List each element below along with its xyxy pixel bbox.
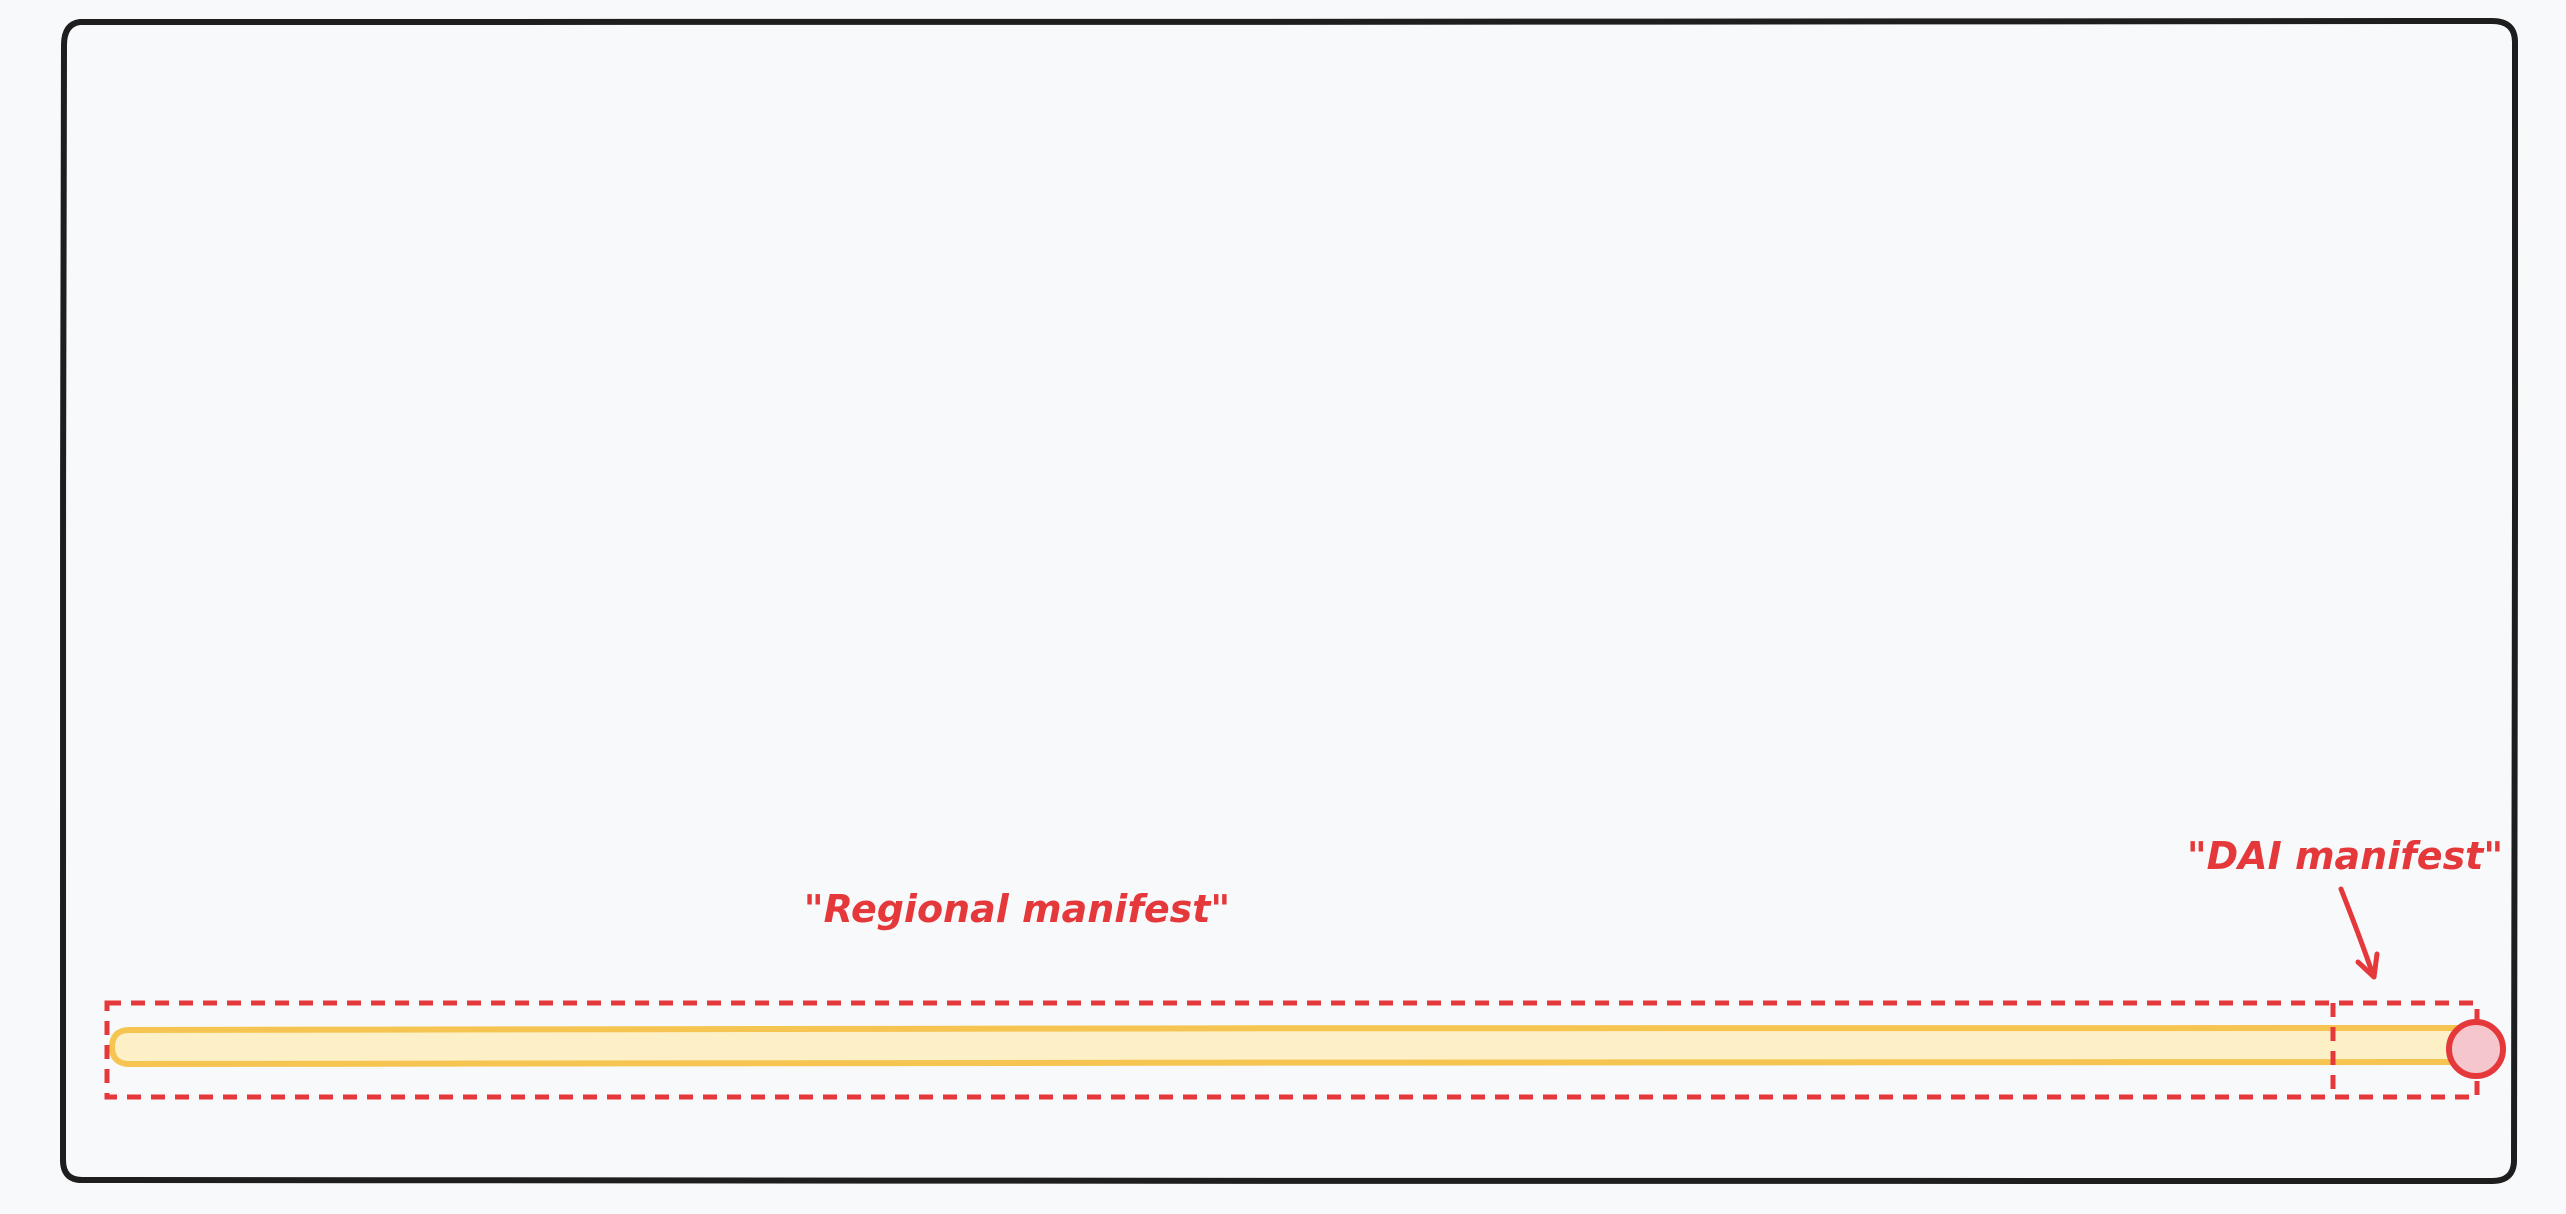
playhead-handle[interactable]	[2446, 1019, 2506, 1079]
dai-arrow-head	[2355, 951, 2380, 980]
timeline-bar	[109, 1025, 2473, 1067]
regional-manifest-box	[104, 1000, 2480, 1100]
dai-manifest-label: "DAI manifest"	[2187, 834, 2503, 878]
regional-manifest-label: "Regional manifest"	[804, 887, 1230, 931]
dai-arrow-shaft	[2338, 886, 2376, 978]
player-frame	[60, 18, 2519, 1185]
